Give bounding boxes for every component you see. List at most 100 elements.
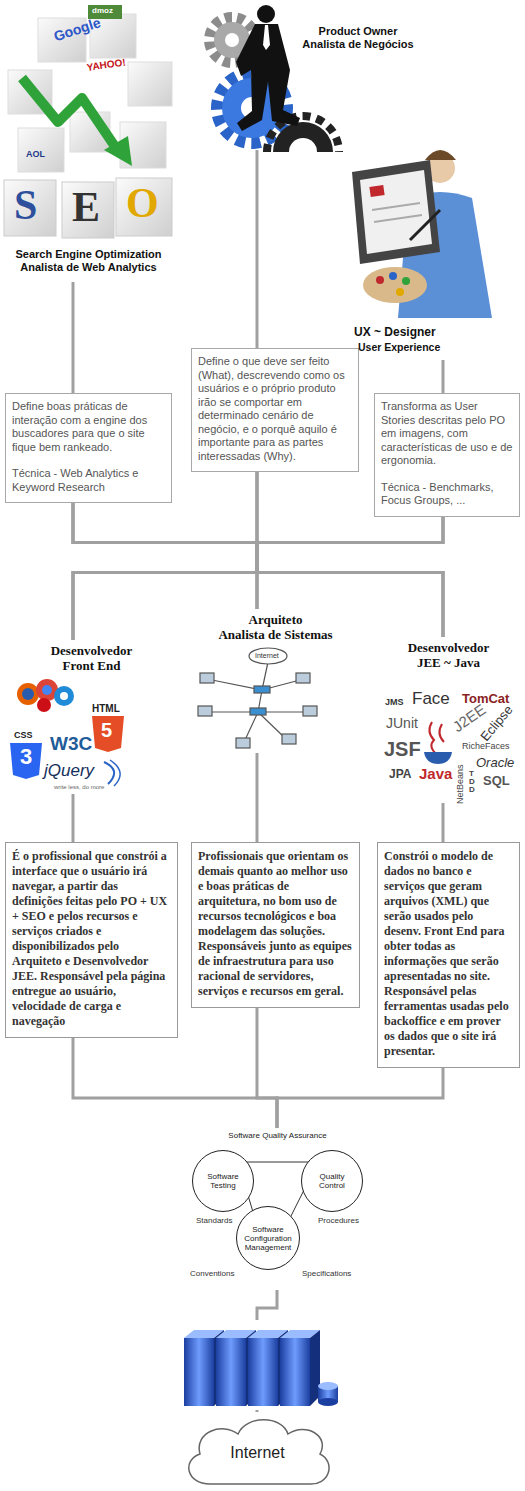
- cloud-text: Internet: [230, 1444, 284, 1462]
- role-heading: Product Owner Analista de Negócios: [296, 25, 420, 51]
- decor-rect: [18, 128, 64, 172]
- figure-label: TDD: [469, 770, 473, 794]
- decor-path: [289, 138, 317, 152]
- connector-line: [73, 517, 443, 641]
- figure-label: JPA: [389, 768, 411, 781]
- connector-line: [257, 517, 443, 610]
- decor-line: [245, 712, 258, 740]
- process-circle: Software Testing: [192, 1150, 254, 1212]
- decor-rect: [254, 686, 270, 693]
- decor-path: [104, 762, 114, 784]
- role-heading: Arquiteto: [191, 612, 360, 627]
- decor-circle: [396, 288, 404, 296]
- decor-rect: [282, 734, 296, 744]
- decor-polygon: [352, 160, 440, 264]
- decor-rect: [184, 1338, 214, 1406]
- decor-polygon: [104, 136, 132, 166]
- figure-label: JSF: [384, 738, 421, 760]
- decor-line: [442, 803, 445, 842]
- description-text: Técnica - Web Analytics e Keyword Resear…: [12, 467, 165, 494]
- figure-label: JMS: [385, 698, 404, 708]
- decor-path: [92, 716, 124, 752]
- process-circle: Quality Control: [301, 1150, 363, 1212]
- description-text: Profissionais que orientam os demais qua…: [198, 849, 353, 999]
- decor-rect: [280, 1338, 310, 1406]
- decor-rect: [369, 185, 384, 197]
- decor-circle: [257, 5, 275, 23]
- description-text: É o profissional que constrói a interfac…: [12, 849, 171, 1029]
- process-group: Software Quality AssuranceSoftware Testi…: [190, 1128, 365, 1290]
- figure-label: write less, do more: [54, 784, 104, 791]
- server-illustration: [178, 1320, 340, 1410]
- figure-label: Standards: [196, 1217, 232, 1226]
- decor-line: [256, 150, 259, 348]
- description-box: Constrói o modelo de dados no banco e se…: [377, 842, 520, 1068]
- role-heading: Analista de Sistemas: [191, 627, 360, 642]
- connector-line: [73, 1038, 277, 1128]
- decor-ellipse: [249, 648, 287, 664]
- role-heading: UX ~ Designer: [354, 325, 464, 339]
- figure-label: CSS: [14, 731, 33, 741]
- decor-line: [410, 210, 440, 240]
- decor-circle: [225, 33, 239, 47]
- decor-rect: [116, 178, 172, 236]
- decor-rect: [200, 673, 214, 683]
- figure-label: 3: [20, 745, 32, 769]
- decor-line: [374, 215, 422, 222]
- cloud-path: [189, 1420, 329, 1484]
- decor-line: [72, 282, 75, 393]
- circle-text: Quality Control: [308, 1172, 356, 1190]
- decor-path: [425, 150, 456, 160]
- figure-label: HTML: [92, 703, 120, 714]
- decor-line: [372, 203, 420, 210]
- role-heading: Desenvolvedor Front End: [34, 643, 149, 673]
- figure-label: AOL: [26, 150, 45, 160]
- decor-path: [10, 743, 42, 779]
- connector-line: [73, 503, 257, 609]
- figure-label: NetBeans: [456, 764, 466, 804]
- network-cloud: Internet: [180, 1412, 335, 1488]
- decor-rect: [4, 180, 56, 236]
- description-text: Define boas práticas de interação com a …: [12, 400, 165, 454]
- circle-text: Software Testing: [199, 1172, 247, 1190]
- process-circle: Software Configuration Management: [236, 1206, 300, 1270]
- decor-rect: [303, 706, 317, 716]
- figure-label: YAHOO!: [86, 57, 126, 73]
- description-text: Transforma as User Stories descritas pel…: [381, 400, 513, 468]
- decor-rect: [250, 708, 266, 715]
- decor-rect: [62, 182, 114, 238]
- decor-rect: [128, 62, 172, 106]
- decor-circle: [402, 277, 410, 285]
- decor-line: [442, 360, 445, 393]
- figure-label: S: [14, 182, 37, 228]
- decor-polygon: [360, 170, 432, 254]
- decor-rect: [198, 706, 212, 716]
- role-box: Define o que deve ser feito (What), desc…: [191, 22, 359, 472]
- decor-rect: [216, 1338, 246, 1406]
- description-box: É o profissional que constrói a interfac…: [5, 842, 178, 1038]
- decor-path: [424, 752, 452, 764]
- figure-label: Internet: [255, 652, 279, 660]
- figure-label: JUnit: [386, 716, 418, 731]
- figure-label: jQuery: [44, 762, 94, 781]
- decor-circle: [389, 272, 397, 280]
- decor-circle: [22, 688, 34, 700]
- figure-label: Oracle: [476, 756, 514, 770]
- group-title: Software Quality Assurance: [190, 1131, 365, 1140]
- description-box: Profissionais que orientam os demais qua…: [191, 842, 360, 1008]
- role-box: Transforma as User Stories descritas pel…: [374, 322, 520, 517]
- description-box: Define o que deve ser feito (What), desc…: [191, 348, 359, 472]
- decor-path: [429, 722, 436, 754]
- decor-circle: [42, 685, 52, 695]
- decor-line: [72, 794, 75, 842]
- decor-path: [439, 724, 444, 742]
- decor-line: [258, 712, 285, 738]
- decor-line: [256, 753, 259, 842]
- figure-label: Face: [412, 690, 450, 709]
- ux-illustration: [352, 150, 492, 318]
- role-box: É o profissional que constrói a interfac…: [5, 640, 178, 1038]
- connector-line: [277, 1068, 443, 1128]
- figure-label: W3C: [50, 734, 92, 755]
- role-box: Define boas práticas de interação com a …: [5, 245, 172, 503]
- decor-ellipse: [363, 267, 427, 303]
